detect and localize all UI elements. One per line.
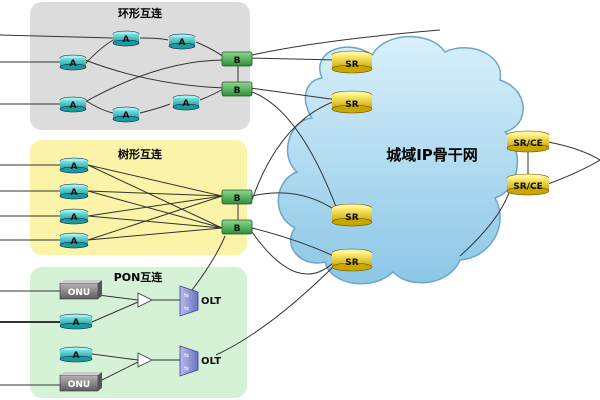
svg-text:SR: SR [345, 213, 358, 223]
olt-device-icon: ⇆ ⇆ OLT [179, 345, 221, 377]
ring-node-a5: A [112, 106, 140, 123]
ring-node-a2: A [168, 33, 196, 50]
svg-text:SR: SR [345, 60, 358, 70]
svg-text:SR/CE: SR/CE [513, 182, 542, 192]
svg-text:A: A [71, 162, 78, 172]
tree-node-a3: A [59, 208, 89, 225]
tree-node-a2: A [59, 183, 89, 200]
svg-text:A: A [179, 38, 186, 48]
svg-text:SR: SR [345, 100, 358, 110]
svg-text:SR/CE: SR/CE [513, 139, 542, 149]
svg-text:A: A [183, 99, 190, 109]
tree-node-b1: B [221, 189, 253, 205]
ring-node-a6: A [172, 94, 200, 111]
svg-text:A: A [123, 111, 130, 121]
ring-title: 环形互连 [118, 6, 163, 20]
olt-device-icon: ⇆ ⇆ OLT [179, 285, 221, 317]
svg-text:A: A [71, 188, 78, 198]
svg-text:B: B [234, 224, 241, 234]
pon-node-a2: A [59, 346, 93, 363]
sr-node-3: SR [331, 203, 373, 227]
svg-text:ONU: ONU [68, 288, 91, 298]
tree-node-a1: A [59, 157, 89, 174]
svg-text:A: A [70, 59, 77, 69]
svg-text:OLT: OLT [201, 296, 221, 307]
sr-node-4: SR [331, 248, 373, 272]
sr-ce-node-1: SR/CE [506, 130, 550, 153]
optical-splitter-icon [137, 292, 153, 308]
onu-box-2: ONU [59, 372, 102, 392]
sr-node-1: SR [331, 50, 373, 74]
links [0, 29, 600, 386]
svg-text:A: A [71, 213, 78, 223]
svg-text:A: A [73, 318, 80, 328]
svg-text:A: A [123, 35, 130, 45]
onu-box-1: ONU [59, 280, 102, 300]
svg-text:B: B [234, 194, 241, 204]
optical-splitter-icon [137, 352, 153, 368]
svg-text:⇆: ⇆ [184, 352, 189, 359]
svg-text:B: B [234, 56, 241, 66]
tree-node-a4: A [59, 232, 89, 249]
svg-text:A: A [73, 351, 80, 361]
ring-node-a1: A [112, 30, 140, 47]
sr-ce-node-2: SR/CE [506, 173, 550, 196]
sr-node-2: SR [331, 90, 373, 114]
svg-text:A: A [71, 237, 78, 247]
tree-node-b2: B [221, 219, 253, 235]
pon-title: PON互连 [114, 270, 164, 284]
svg-text:ONU: ONU [68, 380, 91, 390]
svg-text:⇆: ⇆ [184, 305, 189, 312]
svg-text:A: A [70, 101, 77, 111]
ring-node-b1: B [221, 51, 253, 67]
svg-text:SR: SR [345, 258, 358, 268]
pon-node-a1: A [59, 313, 93, 330]
svg-text:⇆: ⇆ [184, 365, 189, 372]
svg-text:⇆: ⇆ [184, 292, 189, 299]
tree-title: 树形互连 [118, 147, 163, 161]
svg-text:B: B [234, 86, 241, 96]
ring-node-a3: A [59, 54, 87, 71]
cloud-label: 城域IP骨干网 [386, 146, 478, 164]
ring-node-b2: B [221, 81, 253, 97]
ring-node-a4: A [59, 96, 87, 113]
svg-text:OLT: OLT [201, 356, 221, 367]
